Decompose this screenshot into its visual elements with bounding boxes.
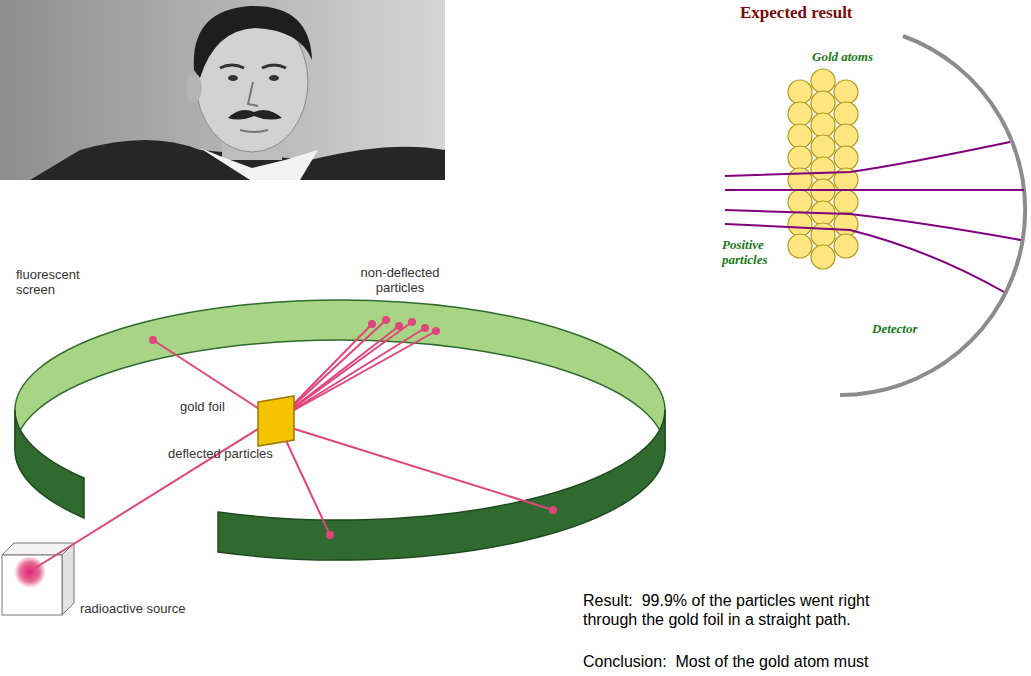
panel-label: Detector — [872, 322, 917, 337]
impact-dots — [149, 316, 557, 539]
gold-atom — [788, 234, 812, 258]
beam — [282, 432, 330, 535]
gold-atom — [834, 146, 858, 170]
source-box-side — [62, 543, 74, 615]
screen-outer-surface — [15, 410, 84, 518]
part-label: gold foil — [180, 400, 225, 415]
photo-background — [0, 0, 445, 180]
gold-atoms — [788, 69, 858, 269]
impact-dot — [149, 336, 157, 344]
gold-atom — [811, 135, 835, 159]
panel-label: Gold atoms — [812, 50, 873, 65]
hair — [194, 6, 312, 78]
collar — [200, 148, 318, 180]
beam — [280, 328, 425, 418]
eyebrow — [220, 65, 244, 68]
gold-atom — [811, 223, 835, 247]
particle-path — [725, 189, 1024, 191]
gold-atom — [811, 245, 835, 269]
gold-atom — [834, 102, 858, 126]
particle-path — [725, 142, 1010, 176]
mustache — [228, 110, 282, 120]
eyebrow — [262, 65, 286, 68]
gold-atom — [834, 234, 858, 258]
impact-dot — [326, 531, 334, 539]
ear — [186, 74, 202, 102]
apparatus — [2, 300, 665, 615]
part-label: radioactive source — [80, 602, 186, 617]
panel-heading: Expected result — [740, 3, 853, 23]
impact-dot — [408, 318, 416, 326]
gold-atom — [834, 80, 858, 104]
conclusion-note: Conclusion: Most of the gold atom must — [583, 652, 868, 671]
source-box-front — [2, 555, 62, 615]
gold-atom — [788, 212, 812, 236]
portrait-photo — [0, 0, 445, 180]
gold-atom — [811, 69, 835, 93]
gold-atom — [788, 102, 812, 126]
gold-atom — [811, 113, 835, 137]
impact-dot — [368, 320, 376, 328]
alpha-beams — [32, 320, 553, 570]
gold-atom — [811, 157, 835, 181]
mouth — [240, 130, 268, 132]
nose — [248, 82, 258, 106]
gold-atom — [788, 146, 812, 170]
beam — [280, 322, 412, 418]
gold-foil — [258, 396, 294, 446]
impact-dot — [432, 327, 440, 335]
beam — [280, 331, 436, 418]
source-glow — [14, 556, 46, 588]
impact-dot — [382, 316, 390, 324]
incoming-beam — [32, 424, 266, 570]
beam — [280, 320, 386, 418]
impact-dot — [421, 324, 429, 332]
beam — [285, 426, 553, 510]
panel-label: Positive particles — [722, 238, 784, 268]
gold-atom — [788, 168, 812, 192]
eye — [228, 75, 238, 81]
gold-atom — [834, 212, 858, 236]
impact-dot — [395, 322, 403, 330]
screen-inner-surface — [15, 300, 665, 450]
gold-atom — [788, 80, 812, 104]
part-label: fluorescent screen — [16, 268, 96, 298]
particle-paths — [725, 142, 1024, 292]
impact-dot — [549, 506, 557, 514]
beam — [153, 340, 270, 416]
gold-atom — [834, 124, 858, 148]
gold-atom — [811, 91, 835, 115]
expected-result-figure — [725, 36, 1025, 395]
gold-atom — [788, 190, 812, 214]
part-label: non-deflected particles — [352, 266, 448, 296]
gold-atom — [834, 190, 858, 214]
gold-atom — [788, 124, 812, 148]
eye — [269, 75, 279, 81]
result-note: Result: 99.9% of the particles went righ… — [583, 591, 873, 629]
part-label: deflected particles — [168, 447, 273, 462]
